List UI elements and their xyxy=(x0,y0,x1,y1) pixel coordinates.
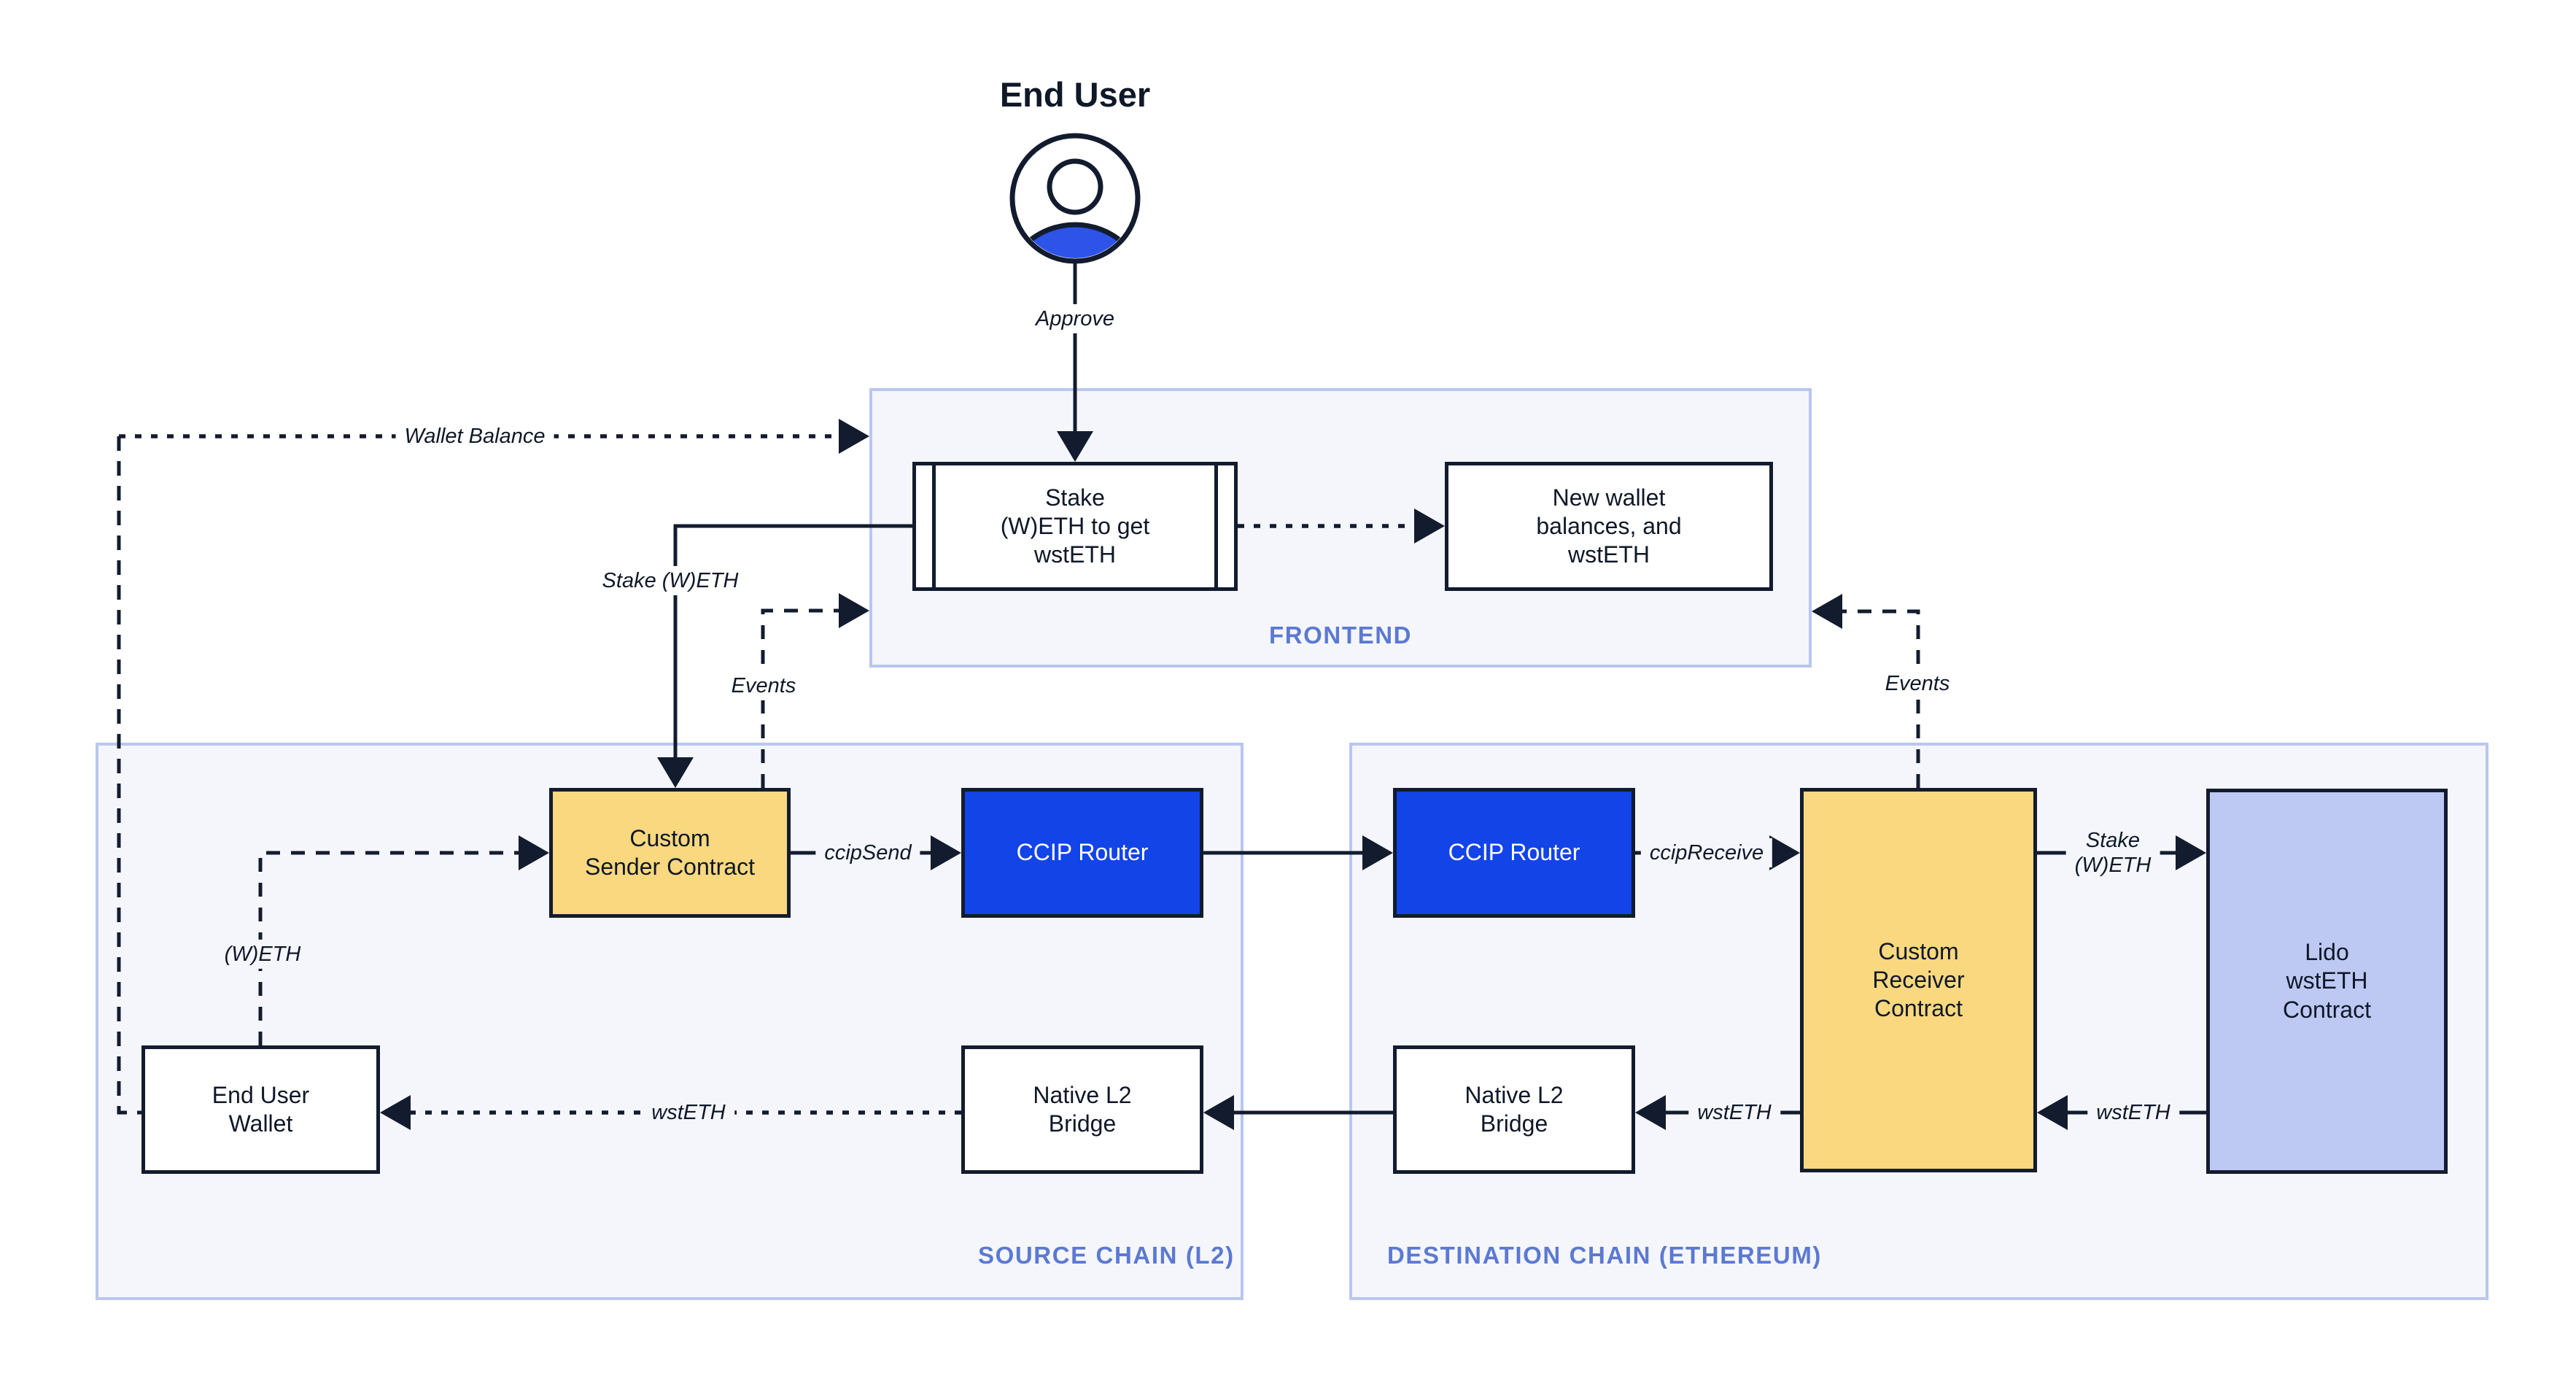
node-native-bridge-destination: Native L2 Bridge xyxy=(1393,1045,1635,1174)
node-ccip-router-destination: CCIP Router xyxy=(1393,788,1635,918)
edge-label-ccip-send: ccipSend xyxy=(815,838,920,868)
edge-label-wallet-balance: Wallet Balance xyxy=(395,421,554,452)
page-title: End User xyxy=(999,75,1151,114)
node-label: Stake (W)ETH to get wstETH xyxy=(1000,484,1150,568)
source-chain-label: SOURCE CHAIN (L2) xyxy=(978,1242,1235,1269)
subroutine-bar-left xyxy=(932,465,936,587)
node-label: Native L2 Bridge xyxy=(1464,1081,1564,1137)
node-label: Custom Receiver Contract xyxy=(1872,937,1965,1022)
destination-chain-label: DESTINATION CHAIN (ETHEREUM) xyxy=(1387,1242,1823,1269)
node-label: Custom Sender Contract xyxy=(584,824,755,880)
node-custom-sender: Custom Sender Contract xyxy=(549,788,791,918)
edge-label-wsteth-to-wallet: wstETH xyxy=(643,1097,734,1128)
node-custom-receiver: Custom Receiver Contract xyxy=(1800,788,2037,1172)
subroutine-bar-right xyxy=(1214,465,1218,587)
edge-label-ccip-receive: ccipReceive xyxy=(1640,838,1773,868)
node-new-wallet: New wallet balances, and wstETH xyxy=(1445,462,1773,591)
edge-label-wsteth-to-bridge: wstETH xyxy=(1688,1097,1780,1128)
edge-label-approve: Approve xyxy=(1026,303,1124,334)
node-stake-widget: Stake (W)ETH to get wstETH xyxy=(912,462,1238,591)
node-ccip-router-source: CCIP Router xyxy=(961,788,1203,918)
edge-label-weth: (W)ETH xyxy=(215,939,310,970)
node-end-user-wallet: End User Wallet xyxy=(141,1045,380,1174)
node-label: Lido wstETH Contract xyxy=(2283,939,2371,1023)
edge-label-wsteth-from-lido: wstETH xyxy=(2087,1097,2179,1128)
node-label: CCIP Router xyxy=(1448,839,1580,866)
node-label: Native L2 Bridge xyxy=(1033,1081,1132,1137)
node-label: End User Wallet xyxy=(212,1081,310,1137)
node-label: CCIP Router xyxy=(1016,839,1149,866)
edge-label-events-left: Events xyxy=(722,670,805,701)
edge-label-events-right: Events xyxy=(1876,668,1959,699)
node-lido-wsteth: Lido wstETH Contract xyxy=(2206,789,2448,1174)
edge-label-stake-weth: Stake (W)ETH xyxy=(593,565,748,596)
node-label: New wallet balances, and wstETH xyxy=(1536,484,1682,568)
node-native-bridge-source: Native L2 Bridge xyxy=(961,1045,1203,1174)
frontend-label: FRONTEND xyxy=(1268,622,1413,649)
edge-label-stake-weth-lido: Stake (W)ETH xyxy=(2065,825,2160,881)
